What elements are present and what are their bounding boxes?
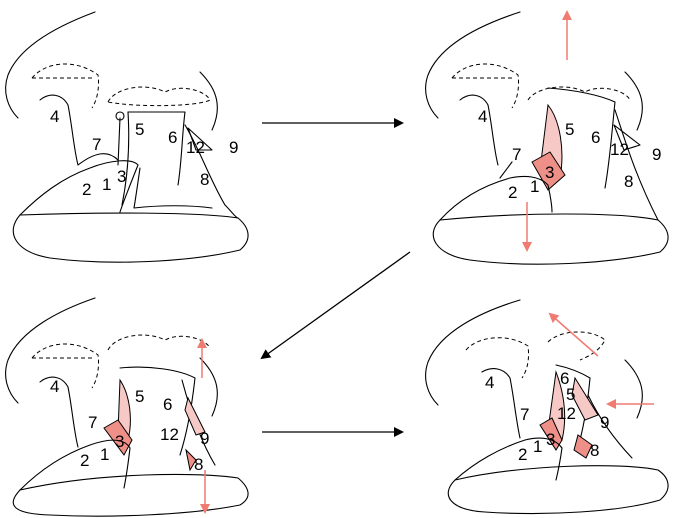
panel-1: 4 7 5 6 12 9 1 3 2 8: [6, 12, 248, 262]
label: 1: [102, 175, 111, 194]
label: 6: [163, 395, 172, 414]
label: 2: [518, 445, 527, 464]
motion-arrow-up-left: [550, 314, 598, 356]
label: 2: [80, 451, 89, 470]
label: 9: [600, 413, 609, 432]
label: 3: [545, 163, 554, 182]
panel-2: 4 7 5 6 12 9 3 1 2 8: [426, 12, 668, 264]
label: 1: [100, 445, 109, 464]
label: 12: [186, 138, 205, 157]
label: 12: [160, 425, 179, 444]
label: 7: [512, 145, 521, 164]
label: 7: [520, 405, 529, 424]
label: 7: [88, 413, 97, 432]
label: 1: [530, 177, 539, 196]
sequence-arrow-diagonal: [262, 252, 410, 358]
label: 9: [229, 138, 238, 157]
label: 9: [200, 429, 209, 448]
label: 4: [50, 377, 59, 396]
panel-3: 4 7 5 6 12 9 3 1 2 8: [6, 298, 248, 516]
label: 5: [135, 387, 144, 406]
label: 3: [115, 432, 124, 451]
label: 2: [508, 183, 517, 202]
label: 4: [50, 107, 59, 126]
panel-4: 4 6 5 7 12 9 3 1 2 8: [426, 300, 668, 514]
label: 7: [92, 135, 101, 154]
label: 6: [591, 128, 600, 147]
label: 1: [533, 437, 542, 456]
label: 4: [478, 107, 487, 126]
label: 9: [652, 145, 661, 164]
label: 6: [168, 128, 177, 147]
label: 8: [194, 455, 203, 474]
label: 5: [565, 120, 574, 139]
label: 12: [557, 404, 576, 423]
label: 8: [624, 172, 633, 191]
label: 5: [566, 385, 575, 404]
label: 4: [485, 373, 494, 392]
label: 3: [546, 430, 555, 449]
label: 8: [200, 170, 209, 189]
label: 12: [610, 140, 629, 159]
label: 5: [135, 120, 144, 139]
label: 3: [117, 167, 126, 186]
label: 8: [590, 441, 599, 460]
label: 2: [82, 180, 91, 199]
